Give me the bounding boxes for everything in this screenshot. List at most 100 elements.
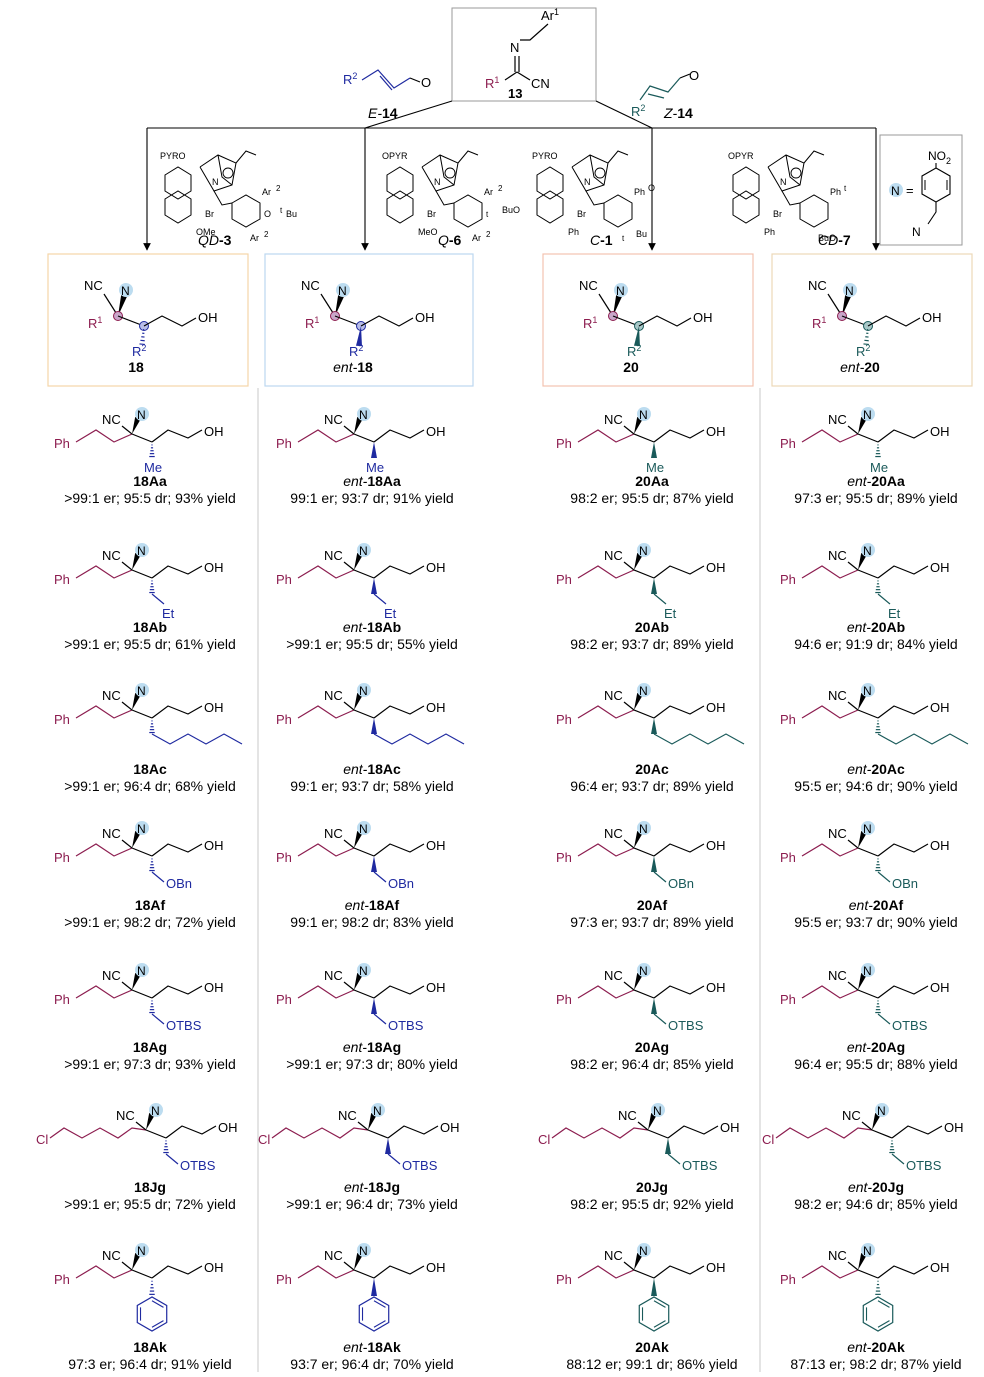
- catalyst-label: Q-6: [438, 232, 462, 248]
- wedge-bond: [132, 1252, 141, 1270]
- e-enal-14: R2 O E-14: [343, 69, 431, 121]
- catalyst-text: Ph: [634, 187, 645, 197]
- compound-stats: 98:2 er; 95:5 dr; 87% yield: [570, 490, 733, 506]
- ph-label: Ph: [54, 436, 70, 451]
- imine-n: N: [877, 1104, 886, 1118]
- catalyst-text: O: [648, 183, 655, 193]
- catalyst-text: Bu: [636, 229, 647, 239]
- wedge-bond: [354, 972, 363, 990]
- catalyst-text: 2: [264, 230, 269, 239]
- ph-label: Ph: [276, 572, 292, 587]
- r2-label: R2: [627, 343, 641, 359]
- imine-n: N: [137, 822, 146, 836]
- reagent-n: N: [510, 40, 519, 55]
- imine-badge: [861, 1243, 875, 1257]
- nc-label: NC: [102, 968, 121, 983]
- nc-label: NC: [579, 278, 598, 293]
- ph-label: Ph: [54, 850, 70, 865]
- compound-label: 18Ab: [133, 619, 167, 635]
- compound-label: ent-20Ab: [847, 619, 905, 635]
- oh-label: OH: [930, 838, 950, 853]
- compound-stats: 94:6 er; 91:9 dr; 84% yield: [794, 636, 957, 652]
- nc-label: NC: [604, 412, 623, 427]
- catalyst-text: MeO: [418, 227, 438, 237]
- phenyl-ring: [136, 1296, 168, 1332]
- imine-n: N: [863, 964, 872, 978]
- et-label: Et: [384, 606, 397, 621]
- imine-badge: [861, 963, 875, 977]
- imine-n: N: [639, 822, 648, 836]
- hashed-bond: [875, 444, 881, 458]
- imine-badge: [135, 543, 149, 557]
- oh-label: OH: [204, 1260, 224, 1275]
- me-label: Me: [366, 460, 384, 475]
- wedge-bond: [613, 295, 622, 316]
- imine-n: N: [863, 684, 872, 698]
- wedge-bond: [665, 1138, 671, 1154]
- target-label: 20: [623, 359, 639, 375]
- imine-badge: [371, 1103, 385, 1117]
- ph-label: Ph: [276, 850, 292, 865]
- e-enal-o: O: [421, 75, 431, 90]
- legend-n2: N: [912, 225, 921, 239]
- hashed-bond: [149, 444, 155, 458]
- compound-stats: 93:7 er; 96:4 dr; 70% yield: [290, 1356, 453, 1372]
- catalyst-label: QD-3: [198, 232, 232, 248]
- nc-label: NC: [808, 278, 827, 293]
- imine-n: N: [137, 964, 146, 978]
- ether-label: OTBS: [906, 1158, 942, 1173]
- compound-label: ent-18Jg: [344, 1179, 400, 1195]
- oh-label: OH: [930, 1260, 950, 1275]
- imine-badge: [357, 407, 371, 421]
- compound-label: ent-18Aa: [343, 473, 401, 489]
- reaction-arrows: [143, 100, 880, 251]
- oh-label: OH: [204, 424, 224, 439]
- ether-label: OTBS: [892, 1018, 928, 1033]
- ether-label: OBn: [388, 876, 414, 891]
- imine-badge: [637, 407, 651, 421]
- compound-stats: 98:2 er; 95:5 dr; 92% yield: [570, 1196, 733, 1212]
- ph-label: Ph: [54, 1272, 70, 1287]
- wedge-bond: [651, 998, 657, 1014]
- imine-n: N: [639, 684, 648, 698]
- wedge-bond: [858, 692, 867, 710]
- ph-label: Ph: [780, 850, 796, 865]
- reagent-13: Ar1 N R1 CN 13: [451, 7, 597, 102]
- compound-label: 20Ac: [635, 761, 669, 777]
- z-enal-14: O R2 Z-14: [631, 68, 699, 121]
- oh-label: OH: [426, 838, 446, 853]
- nc-label: NC: [828, 548, 847, 563]
- wedge-bond: [634, 552, 643, 570]
- ether-label: OTBS: [388, 1018, 424, 1033]
- target-label: 18: [128, 359, 144, 375]
- wedge-bond: [648, 1112, 657, 1130]
- wedge-bond: [371, 442, 377, 458]
- z-enal-label: Z-14: [663, 105, 693, 121]
- nc-label: NC: [828, 688, 847, 703]
- ph-label: Ph: [780, 572, 796, 587]
- oh-label: OH: [930, 424, 950, 439]
- compound-stats: >99:1 er; 95:5 dr; 55% yield: [286, 636, 458, 652]
- oh-label: OH: [930, 980, 950, 995]
- imine-badge: [149, 1103, 163, 1117]
- imine-n: N: [137, 1244, 146, 1258]
- wedge-bond: [385, 1138, 391, 1154]
- imine-n: N: [845, 284, 854, 298]
- compound-stats: 97:3 er; 95:5 dr; 89% yield: [794, 490, 957, 506]
- wedge-bond: [651, 718, 657, 734]
- oh-label: OH: [426, 980, 446, 995]
- imine-badge: [119, 283, 133, 297]
- imine-badge: [135, 407, 149, 421]
- imine-badge: [637, 1243, 651, 1257]
- phenyl-ring: [862, 1296, 894, 1332]
